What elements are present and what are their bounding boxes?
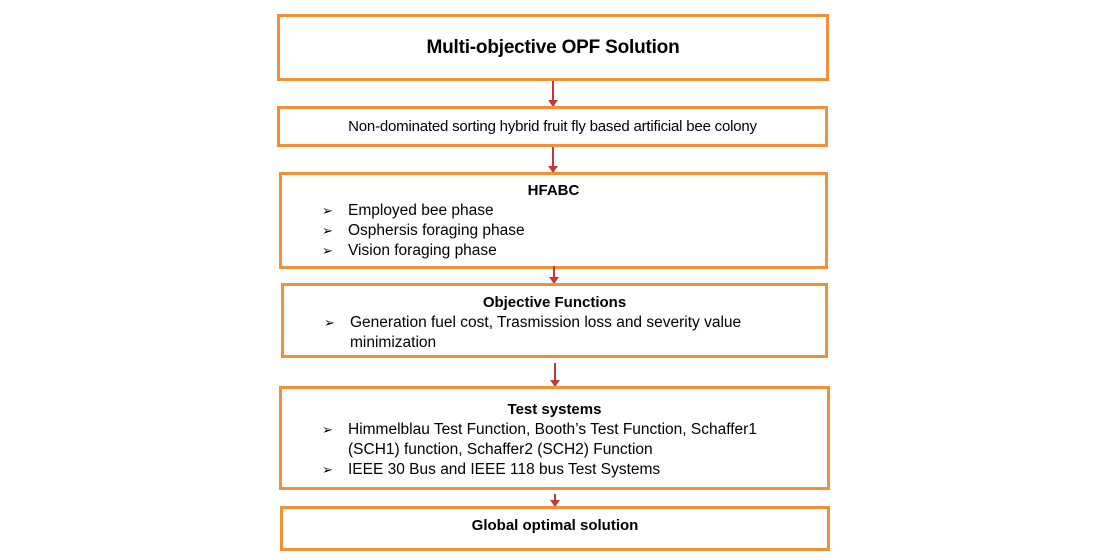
arrow-bullet-icon: ➢ bbox=[322, 422, 333, 437]
node-global-optimal: Global optimal solution bbox=[280, 506, 830, 551]
list-item: ➢ Himmelblau Test Function, Booth’s Test… bbox=[322, 421, 757, 458]
arrow-objective-to-test bbox=[550, 363, 560, 387]
node-hfabc: HFABC ➢ Employed bee phase ➢ Osphersis f… bbox=[279, 172, 828, 269]
objective-list: ➢ Generation fuel cost, Trasmission loss… bbox=[324, 313, 805, 353]
arrow-hfabc-to-objective bbox=[549, 266, 559, 284]
node-test-systems: Test systems ➢ Himmelblau Test Function,… bbox=[279, 386, 830, 490]
node-title: HFABC bbox=[527, 182, 580, 199]
list-item: ➢ Vision foraging phase bbox=[322, 242, 497, 259]
node-multi-objective-opf: Multi-objective OPF Solution bbox=[277, 14, 829, 81]
arrow-test-to-global bbox=[550, 494, 560, 507]
arrow-bullet-icon: ➢ bbox=[322, 203, 333, 218]
test-systems-list: ➢ Himmelblau Test Function, Booth’s Test… bbox=[322, 420, 809, 480]
node-title: Test systems bbox=[507, 401, 602, 418]
hfabc-phase-list: ➢ Employed bee phase ➢ Osphersis foragin… bbox=[322, 201, 825, 261]
list-item: ➢ Osphersis foraging phase bbox=[322, 222, 525, 239]
arrow-bullet-icon: ➢ bbox=[322, 223, 333, 238]
arrow-bullet-icon: ➢ bbox=[322, 462, 333, 477]
node-title: Global optimal solution bbox=[471, 517, 639, 534]
arrow-bullet-icon: ➢ bbox=[322, 243, 333, 258]
node-text: Non-dominated sorting hybrid fruit fly b… bbox=[348, 118, 757, 135]
node-title: Multi-objective OPF Solution bbox=[426, 36, 680, 58]
list-item: ➢ Generation fuel cost, Trasmission loss… bbox=[324, 314, 742, 351]
node-title: Objective Functions bbox=[482, 294, 627, 311]
node-ns-hfabc: Non-dominated sorting hybrid fruit fly b… bbox=[277, 106, 828, 147]
arrow-bullet-icon: ➢ bbox=[324, 315, 335, 330]
node-objective-functions: Objective Functions ➢ Generation fuel co… bbox=[281, 283, 828, 358]
arrow-opf-to-nshfabc bbox=[548, 81, 558, 107]
list-item: ➢ IEEE 30 Bus and IEEE 118 bus Test Syst… bbox=[322, 461, 661, 478]
arrow-nshfabc-to-hfabc bbox=[548, 147, 558, 173]
list-item: ➢ Employed bee phase bbox=[322, 202, 494, 219]
